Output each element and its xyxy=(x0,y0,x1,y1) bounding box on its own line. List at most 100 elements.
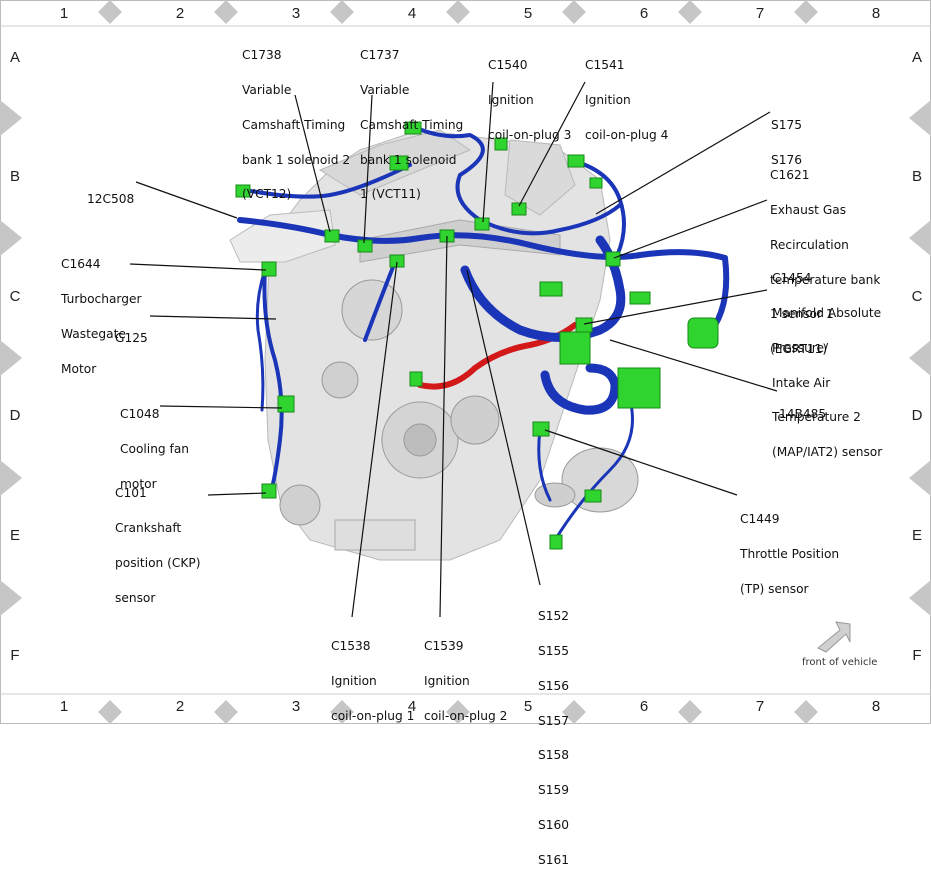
callout-line: Recirculation xyxy=(770,237,849,252)
row-label-left: C xyxy=(9,288,21,305)
callout-line: motor xyxy=(120,476,157,491)
callout-line: S175 xyxy=(771,118,802,133)
row-label-left: F xyxy=(10,647,20,664)
callout-line: C1541 xyxy=(585,58,625,73)
front-of-vehicle-label: front of vehicle xyxy=(802,657,878,668)
callout-line: Ignition xyxy=(331,673,377,688)
callout-c1540: C1540 Ignition coil-on-plug 3 xyxy=(488,37,571,153)
callout-c1541: C1541 Ignition coil-on-plug 4 xyxy=(585,37,668,153)
row-label-left: B xyxy=(9,168,20,185)
callout-line: sensor xyxy=(115,590,156,605)
callout-line: Turbocharger xyxy=(61,291,142,306)
callout-c101: C101 Crankshaft position (CKP) sensor xyxy=(115,465,201,616)
column-label-top: 6 xyxy=(639,5,649,22)
callout-line: C1644 xyxy=(61,257,101,272)
callout-line: Temperature 2 xyxy=(772,410,861,425)
callout-c1449: C1449 Throttle Position (TP) sensor xyxy=(740,491,839,607)
column-label-bottom: 3 xyxy=(291,698,301,715)
callout-line: C1454 xyxy=(772,271,812,286)
callout-line: (TP) sensor xyxy=(740,581,809,596)
callout-line: coil-on-plug 4 xyxy=(585,127,669,142)
column-label-bottom: 1 xyxy=(59,698,69,715)
leader-lines xyxy=(129,81,778,618)
callout-line: 1 (VCT11) xyxy=(360,187,421,202)
callout-line: Wastegate xyxy=(61,326,126,341)
callout-line: Variable xyxy=(360,82,410,97)
callout-c1644: C1644 Turbocharger Wastegate Motor xyxy=(61,236,141,387)
callout-c1738: C1738 Variable Camshaft Timing bank 1 so… xyxy=(242,27,350,213)
callout-line: (VCT12) xyxy=(242,187,292,202)
callout-c1621: C1621 Exhaust Gas Recirculation temperat… xyxy=(770,147,880,367)
row-label-right: A xyxy=(911,49,922,66)
callout-line: S157 xyxy=(538,713,569,728)
wiring-diagram xyxy=(0,0,931,724)
row-markers xyxy=(0,100,931,616)
callout-line: S152 xyxy=(538,609,569,624)
column-label-bottom: 8 xyxy=(871,698,881,715)
callout-line: Variable xyxy=(242,82,292,97)
callout-line: Pressure/ xyxy=(772,340,829,355)
column-label-top: 7 xyxy=(755,5,765,22)
row-label-right: E xyxy=(911,527,922,544)
column-label-bottom: 4 xyxy=(407,698,417,715)
row-label-left: D xyxy=(9,407,21,424)
callout-line: Ignition xyxy=(488,92,534,107)
callout-line: C1449 xyxy=(740,512,780,527)
callout-line: C1539 xyxy=(424,639,464,654)
column-label-top: 1 xyxy=(59,5,69,22)
callout-line: C101 xyxy=(115,486,147,501)
callout-c1048: C1048 Cooling fan motor xyxy=(120,386,189,502)
callout-line: 14B485 xyxy=(779,407,827,422)
column-label-top: 5 xyxy=(523,5,533,22)
callout-line: bank 1 solenoid 2 xyxy=(242,152,351,167)
callout-line: 1 sensor 1 xyxy=(770,307,834,322)
callout-line: C1621 xyxy=(770,168,810,183)
column-label-top: 3 xyxy=(291,5,301,22)
callout-line: Camshaft Timing xyxy=(242,117,346,132)
column-label-top: 4 xyxy=(407,5,417,22)
callout-line: S176 xyxy=(771,152,802,167)
row-label-right: F xyxy=(912,647,922,664)
callout-line: Motor xyxy=(61,361,97,376)
row-label-left: E xyxy=(9,527,20,544)
callout-line: Cooling fan xyxy=(120,441,190,456)
callout-line: C1538 xyxy=(331,639,371,654)
callout-line: S158 xyxy=(538,748,569,763)
callout-line: Crankshaft xyxy=(115,520,182,535)
callout-line: C1540 xyxy=(488,58,528,73)
column-label-bottom: 2 xyxy=(175,698,185,715)
column-label-bottom: 5 xyxy=(523,698,533,715)
callout-c1539: C1539 Ignition coil-on-plug 2 xyxy=(424,618,507,734)
callout-line: Manifold Absolute xyxy=(772,305,882,320)
callout-g125: G125 xyxy=(115,310,148,356)
callout-line: Ignition xyxy=(585,92,631,107)
callout-line: position (CKP) xyxy=(115,555,201,570)
callout-line: C1048 xyxy=(120,407,160,422)
callout-14b485: 14B485 xyxy=(779,386,826,432)
callout-line: (EGRT11) xyxy=(770,342,828,357)
callout-line: S159 xyxy=(538,783,569,798)
column-label-top: 2 xyxy=(175,5,185,22)
callout-line: S160 xyxy=(538,817,569,832)
callout-line: C1737 xyxy=(360,48,400,63)
callout-line: bank 1 solenoid xyxy=(360,152,457,167)
callout-line: coil-on-plug 3 xyxy=(488,127,572,142)
callout-line: Intake Air xyxy=(772,375,831,390)
callout-s175: S175 S176 xyxy=(771,97,802,178)
callout-line: Throttle Position xyxy=(740,546,840,561)
callout-line: 12C508 xyxy=(87,192,135,207)
row-label-right: D xyxy=(911,407,923,424)
callout-line: Camshaft Timing xyxy=(360,117,464,132)
column-markers xyxy=(98,0,818,724)
callout-line: Ignition xyxy=(424,673,470,688)
callout-line: temperature bank xyxy=(770,272,881,287)
callout-line: coil-on-plug 2 xyxy=(424,708,508,723)
row-label-left: A xyxy=(9,49,20,66)
callout-12c508: 12C508 xyxy=(87,171,134,217)
row-label-right: C xyxy=(911,288,923,305)
callout-line: S156 xyxy=(538,678,569,693)
callout-line: (MAP/IAT2) sensor xyxy=(772,445,883,460)
row-label-right: B xyxy=(911,168,922,185)
column-label-bottom: 7 xyxy=(755,698,765,715)
callout-line: Exhaust Gas xyxy=(770,202,847,217)
